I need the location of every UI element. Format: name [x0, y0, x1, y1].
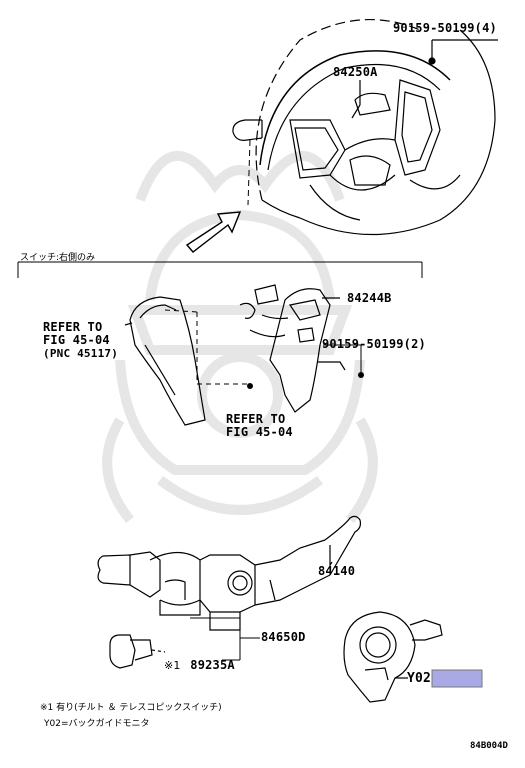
callout-84140: 84140: [318, 564, 356, 578]
view-arrow: [185, 211, 242, 253]
callout-89235A-group: ※1 89235A: [164, 654, 235, 673]
callout-89235A: 89235A: [190, 658, 235, 672]
watermark-logo: [102, 151, 378, 524]
callout-84244B: 84244B: [347, 291, 392, 305]
refer-left-line3: (PNC 45117): [43, 347, 119, 360]
refer-center-line2: FIG 45-04: [226, 425, 293, 439]
refer-left-line2: FIG 45-04: [43, 333, 110, 347]
section-header: スイッチ:右側のみ: [20, 253, 96, 263]
note-1: ※1 有り(チルト ＆ テレスコピックスイッチ): [40, 703, 222, 713]
spiral-cable: [343, 611, 443, 703]
callout-84650D: 84650D: [261, 630, 306, 644]
figure-id: 84B004D: [470, 741, 508, 751]
bolt-dot: [247, 383, 253, 389]
tilt-switch: [109, 634, 166, 669]
switch-assembly: [239, 284, 346, 413]
y02-highlight: [431, 669, 483, 688]
column-cover: [124, 296, 206, 426]
stalk-top: [232, 119, 263, 141]
callout-90159-50199-4: 90159-50199(4): [393, 21, 497, 35]
dashed-guide: [247, 139, 251, 206]
callout-84250A: 84250A: [333, 65, 378, 79]
refer-left-line1: REFER TO: [43, 320, 103, 334]
section-bracket: [17, 261, 423, 278]
refer-center-line1: REFER TO: [226, 412, 286, 426]
callout-90159-50199-2: 90159-50199(2): [322, 337, 426, 351]
cover-dashed: [164, 309, 248, 385]
refer-left: REFER TO FIG 45-04 (PNC 45117): [43, 320, 119, 361]
callout-Y02: Y02: [407, 671, 432, 686]
mark-1: ※1: [164, 659, 181, 672]
steering-wheel-detail: [255, 18, 498, 236]
note-2: Y02=バックガイドモニタ: [44, 719, 150, 729]
bracket-84650D: [190, 617, 260, 661]
refer-center: REFER TO FIG 45-04: [226, 413, 293, 439]
combination-switch: [97, 515, 362, 631]
